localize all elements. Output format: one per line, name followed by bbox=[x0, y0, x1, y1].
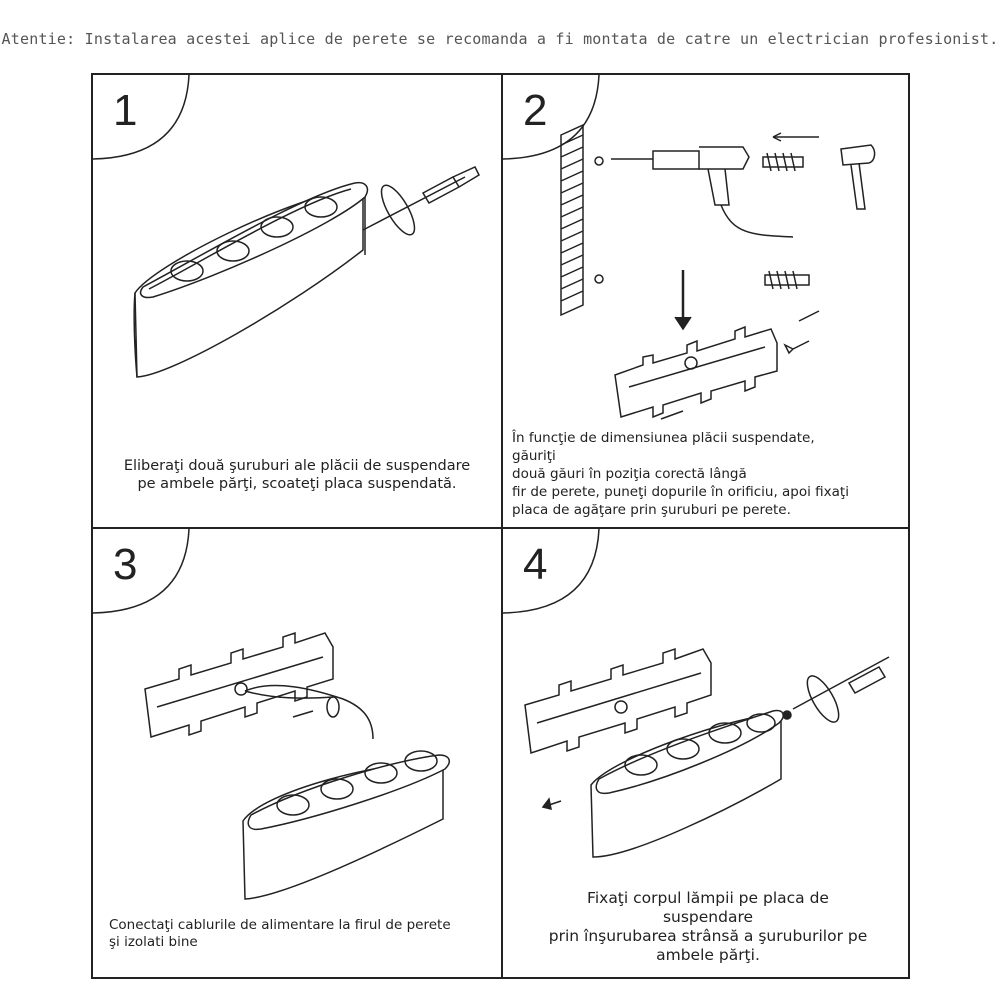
drilling-illustration bbox=[560, 123, 876, 420]
step-number: 2 bbox=[523, 86, 548, 135]
step-number: 3 bbox=[113, 540, 138, 589]
step-number-arc bbox=[503, 75, 600, 160]
caption-line: suspendare bbox=[662, 908, 754, 926]
step-caption: Eliberaţi două şuruburi ale plăcii de su… bbox=[101, 457, 493, 493]
lamp-fixing-illustration bbox=[524, 647, 890, 858]
step-panel-2: 2 bbox=[503, 75, 911, 527]
step-panel-1: 1 Eliberaţi două şuruburi ale bbox=[93, 75, 501, 527]
caption-line: ambele părţi. bbox=[656, 946, 760, 964]
caption-line: şi izolati bine bbox=[109, 934, 198, 950]
step-number-arc bbox=[93, 529, 190, 614]
grid-divider-horizontal bbox=[93, 527, 908, 529]
caption-line: pe ambele părţi, scoateţi placa suspenda… bbox=[137, 476, 457, 492]
caption-line: două găuri în poziţia corectă lângă bbox=[512, 466, 747, 482]
grid-divider-vertical bbox=[501, 75, 503, 977]
step-panel-4: 4 bbox=[503, 529, 910, 979]
caption-line: fir de perete, puneţi dopurile în orific… bbox=[512, 484, 849, 500]
caption-line: prin înşurubarea strânsă a şuruburilor p… bbox=[548, 927, 868, 945]
step-caption: Fixaţi corpul lămpii pe placa de suspend… bbox=[523, 889, 893, 965]
caption-line: Conectaţi cablurile de alimentare la fir… bbox=[109, 917, 451, 933]
caption-line: placa de agăţare prin şuruburi pe perete… bbox=[512, 502, 791, 518]
step-number: 1 bbox=[113, 86, 138, 135]
caption-line: Eliberaţi două şuruburi ale plăcii de su… bbox=[123, 458, 471, 474]
step-number-arc bbox=[93, 75, 190, 160]
warning-text: Atentie: Instalarea acestei aplice de pe… bbox=[1, 30, 999, 48]
lamp-removal-illustration bbox=[133, 166, 480, 378]
step-panel-3: 3 Conectaţi cablurile bbox=[93, 529, 501, 979]
caption-line: găuriţi bbox=[512, 448, 556, 464]
caption-line: Fixaţi corpul lămpii pe placa de bbox=[587, 889, 829, 907]
step-number: 4 bbox=[523, 540, 548, 589]
step-caption: În funcţie de dimensiunea plăcii suspend… bbox=[512, 429, 907, 519]
caption-line: În funcţie de dimensiunea plăcii suspend… bbox=[512, 430, 815, 446]
step-number-arc bbox=[503, 529, 600, 614]
wiring-illustration bbox=[144, 631, 450, 900]
instruction-grid: 1 Eliberaţi două şuruburi ale bbox=[91, 73, 910, 979]
step-caption: Conectaţi cablurile de alimentare la fir… bbox=[109, 917, 494, 951]
